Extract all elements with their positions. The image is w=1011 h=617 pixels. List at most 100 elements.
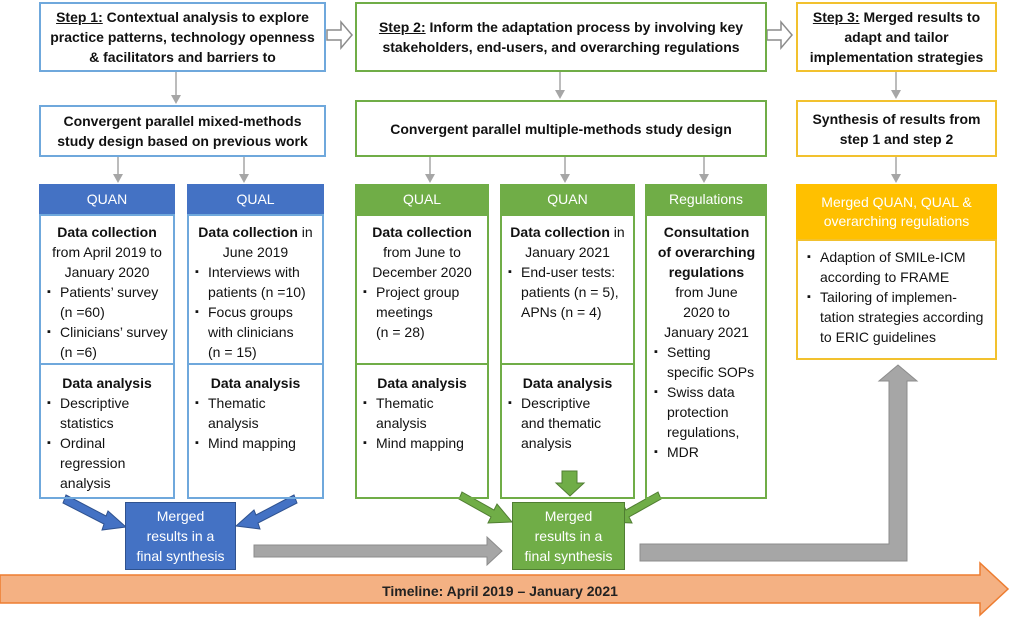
design1-box: Convergent parallel mixed-methods study … [39, 105, 326, 157]
analysis-title: Data analysis [522, 375, 613, 391]
list-item-cont: statistics [60, 415, 114, 431]
list-item: End-user tests: [507, 262, 628, 282]
list-item: Mind mapping [194, 433, 317, 453]
list-item-cont: regression [60, 455, 126, 471]
analysis-title: Data analysis [62, 375, 152, 391]
header-s1-quan: QUAN [39, 184, 175, 214]
header-s2-regulations: Regulations [645, 184, 767, 214]
list-item: MDR [653, 442, 760, 462]
list-item-cont: specific SOPs [667, 364, 755, 380]
list-item-cont: (n = 28) [376, 324, 425, 340]
list-item-cont: (n =6) [60, 344, 97, 360]
header-s3-merged: Merged QUAN, QUAL & overarching regulati… [796, 184, 997, 239]
list-item: Project group [362, 282, 482, 302]
merge1-to-merge2-arrow [253, 535, 503, 567]
design3-text: Synthesis of results from step 1 and ste… [812, 110, 981, 147]
merge-line: Merged [156, 508, 205, 524]
list-item: Setting [653, 342, 760, 362]
list-item-cont: analysis [376, 415, 427, 431]
analysis-title: Data analysis [210, 375, 301, 391]
list-item: Swiss data [653, 382, 760, 402]
list-item: Thematic [362, 393, 482, 413]
timeline-label: Timeline: April 2019 – January 2021 [382, 583, 618, 599]
list-item-cont: and thematic [521, 415, 602, 431]
list-item-cont: patients (n = 5), [521, 284, 619, 300]
s1-quan-analysis: Data analysis Descriptive statistics Ord… [39, 363, 175, 499]
step1-box: Step 1: Contextual analysis to explore p… [39, 2, 326, 72]
merge-line: results in a [146, 528, 215, 544]
s2-regulations-box: Consultation of overarching regulations … [645, 214, 767, 499]
regulations-title: Consultation [663, 224, 750, 240]
list-item: Descriptive [46, 393, 168, 413]
s1-qual-analysis: Data analysis Thematic analysis Mind map… [187, 363, 324, 499]
merge-line: final synthesis [524, 548, 613, 564]
list-item-cont: analysis [208, 415, 259, 431]
list-item: Interviews with [194, 262, 317, 282]
s2-quan-collection-title: Data collection in [510, 224, 625, 240]
s2-qual-collection: Data collection from June to December 20… [355, 214, 489, 365]
regulations-title: of overarching [657, 244, 756, 260]
s1-quan-line: January 2020 [64, 264, 150, 280]
regulations-line: 2020 to [683, 304, 730, 320]
design2-text: Convergent parallel multiple-methods stu… [390, 120, 732, 137]
list-item-cont: APNs (n = 4) [521, 304, 602, 320]
merge-line: Merged [544, 508, 593, 524]
s1-quan-line: from April 2019 to [52, 244, 162, 260]
list-item: Clinicians’ survey [46, 322, 168, 342]
list-item: Adaption of SMILe-ICM [806, 247, 990, 267]
regulations-line: from June [675, 284, 738, 300]
header-s2-quan: QUAN [500, 184, 635, 214]
list-item: Thematic [194, 393, 317, 413]
s1-quan-collection-title: Data collection [57, 224, 157, 240]
step2-text: Step 2: Inform the adaptation process by… [378, 19, 744, 55]
regulations-title: regulations [668, 264, 745, 280]
s1-qual-line: June 2019 [222, 244, 289, 260]
merge-box-step2: Merged results in a final synthesis [512, 502, 625, 570]
list-item-cont: patients (n =10) [208, 284, 306, 300]
s2-quan-line: January 2021 [525, 244, 610, 260]
s2-qual-line: from June to [383, 244, 461, 260]
timeline-arrow [0, 561, 1010, 617]
merge-box-step1: Merged results in a final synthesis [125, 502, 236, 570]
list-item: Descriptive [507, 393, 628, 413]
merge2-to-step3-arrow [639, 364, 919, 562]
list-item-cont: meetings [376, 304, 433, 320]
list-item-cont: analysis [521, 435, 572, 451]
header-s2-qual: QUAL [355, 184, 489, 214]
s2-quan-collection: Data collection in January 2021 End-user… [500, 214, 635, 365]
list-item: Mind mapping [362, 433, 482, 453]
design3-box: Synthesis of results from step 1 and ste… [796, 100, 997, 157]
step2-to-step3-arrow [766, 19, 793, 51]
list-item: Ordinal [46, 433, 168, 453]
s1-quan-collection: Data collection from April 2019 to Janua… [39, 214, 175, 365]
s2-qual-analysis: Data analysis Thematic analysis Mind map… [355, 363, 489, 499]
list-item-cont: tation strategies according [820, 309, 984, 325]
down-arrows [113, 72, 901, 183]
regulations-line: January 2021 [664, 324, 749, 340]
list-item-cont: to ERIC guidelines [820, 329, 936, 345]
merge-line: results in a [534, 528, 603, 544]
s2-qual-line: December 2020 [372, 264, 472, 280]
list-item-cont: with clinicians [208, 324, 294, 340]
blue-merge-arrows [62, 494, 298, 531]
list-item: Focus groups [194, 302, 317, 322]
list-item-cont: according to FRAME [820, 269, 950, 285]
list-item-cont: protection [667, 404, 729, 420]
design1-text: Convergent parallel mixed-methods study … [57, 113, 308, 149]
list-item: Tailoring of implemen- [806, 287, 990, 307]
step3-text: Step 3: Merged results to adapt and tail… [809, 9, 984, 65]
s1-qual-collection: Data collection in June 2019 Interviews … [187, 214, 324, 365]
s3-results-box: Adaption of SMILe-ICM according to FRAME… [796, 239, 997, 360]
merge-line: final synthesis [136, 548, 225, 564]
step3-box: Step 3: Merged results to adapt and tail… [796, 2, 997, 72]
list-item-cont: regulations, [667, 424, 740, 440]
analysis-title: Data analysis [377, 375, 467, 391]
s2-quan-analysis: Data analysis Descriptive and thematic a… [500, 363, 635, 499]
header-s1-qual: QUAL [187, 184, 324, 214]
list-item-cont: analysis [60, 475, 111, 491]
list-item-cont: (n = 15) [208, 344, 257, 360]
list-item: Patients’ survey [46, 282, 168, 302]
step1-text: Step 1: Contextual analysis to explore p… [50, 9, 315, 65]
